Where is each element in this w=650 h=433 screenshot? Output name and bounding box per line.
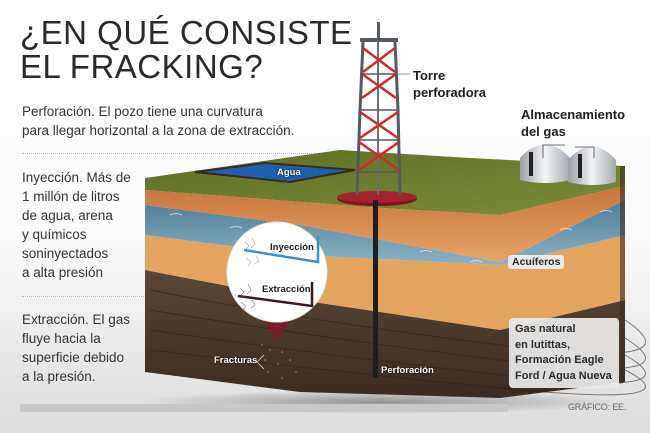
drilling-tower-icon (355, 22, 402, 196)
page-title: ¿EN QUÉ CONSISTE EL FRACKING? (20, 16, 353, 84)
divider (22, 153, 322, 154)
extraction-pipe (237, 282, 314, 308)
aquifers-label: Acuíferos (508, 255, 565, 269)
divider (22, 296, 162, 297)
extraction-label: Extracción (262, 284, 311, 295)
drill-pipe (373, 200, 378, 378)
title-line-2: EL FRACKING? (20, 48, 264, 85)
gas-storage-tanks (520, 144, 616, 185)
graphic-credit: GRÁFICO: EE. (568, 402, 627, 412)
fracturing-detail-callout (226, 221, 328, 340)
injection-pipe (243, 236, 320, 264)
storage-label: Almacenamiento del gas (521, 107, 626, 139)
gas-formation-label: Gas natural en lutittas, Formación Eagle… (509, 318, 619, 388)
pointer-line (542, 144, 565, 158)
water-pond (194, 161, 356, 184)
step-extraction-text: Extracción. El gas fluye hacia la superf… (22, 312, 131, 384)
footer-bar (20, 404, 508, 412)
drilling-label: Perforación (381, 365, 434, 376)
fractures-label: Fracturas (214, 355, 258, 366)
tower-label: Torre perforadora (413, 68, 486, 100)
fractures-pattern (261, 344, 297, 379)
injection-label: Inyección (270, 242, 314, 253)
title-line-1: ¿EN QUÉ CONSISTE (20, 14, 353, 51)
pointer-line (575, 146, 595, 158)
step-injection-text: Inyección. Más de 1 millón de litros de … (22, 170, 131, 280)
step-drilling-text: Perforación. El pozo tiene una curvatura… (22, 104, 295, 138)
pointer-line (256, 354, 265, 370)
water-label: Agua (277, 167, 301, 178)
